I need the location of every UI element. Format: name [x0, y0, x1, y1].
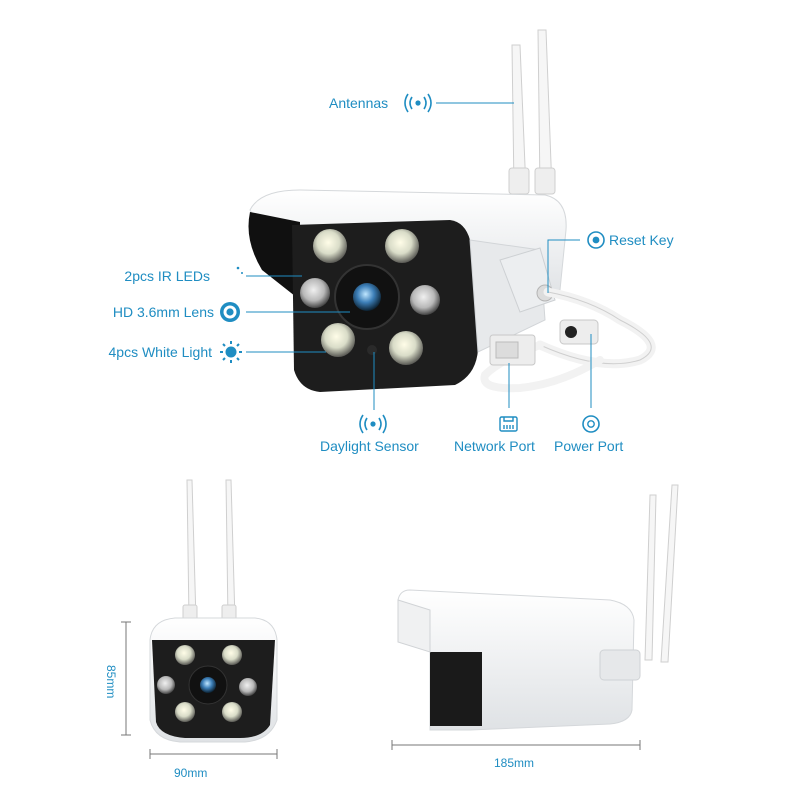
dimension-side-width: 185mm [494, 756, 535, 770]
label-daylight-sensor: Daylight Sensor [320, 438, 419, 454]
ethernet-icon [499, 416, 518, 432]
label-ir-leds: 2pcs IR LEDs [124, 268, 210, 284]
main-camera [248, 29, 656, 393]
lens-icon [220, 302, 240, 322]
dimension-height: 85mm [104, 665, 118, 699]
power-circle-icon [582, 415, 600, 433]
label-power-port: Power Port [554, 438, 624, 454]
label-network-port: Network Port [454, 438, 535, 454]
callout-lines [246, 102, 592, 410]
wifi-signal-icon [404, 93, 432, 113]
sensor-signal-icon [359, 414, 387, 434]
sun-icon [220, 341, 242, 363]
dimension-front-width: 90mm [174, 766, 208, 780]
label-reset-key: Reset Key [609, 232, 674, 248]
side-view-camera [391, 484, 679, 750]
label-lens: HD 3.6mm Lens [112, 304, 214, 320]
reset-circle-icon [587, 231, 605, 249]
main-antennas [508, 29, 556, 195]
label-white-light: 4pcs White Light [108, 344, 213, 360]
front-view-camera [121, 479, 278, 759]
moon-icon [224, 266, 243, 287]
label-antennas: Antennas [329, 95, 389, 111]
